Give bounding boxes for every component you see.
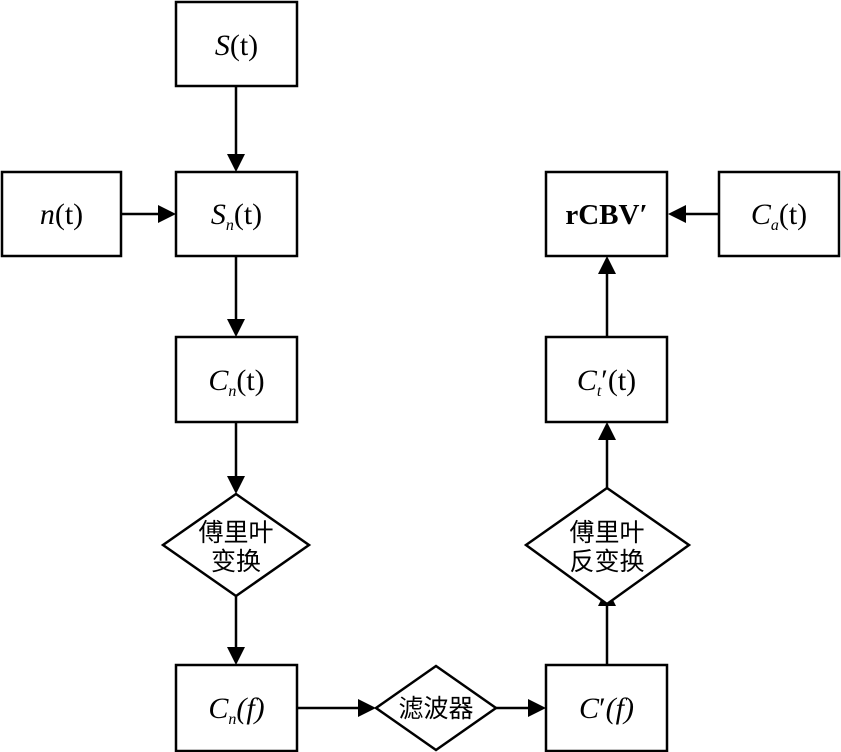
svg-text:傅里叶: 傅里叶 [198,518,273,547]
node-fourier-transform: 傅里叶 变换 [160,492,312,598]
svg-text:滤波器: 滤波器 [398,694,473,723]
arrowhead-ct-to-rcbv [598,256,616,274]
node-sn-t: Sn(t) [174,170,299,258]
svg-text:变换: 变换 [211,547,261,576]
svg-text:Cn(t): Cn(t) [208,364,264,400]
svg-text:反变换: 反变换 [569,547,644,576]
svg-text:傅里叶: 傅里叶 [569,518,644,547]
arrowhead-cnf-to-filter [358,699,376,717]
node-cprime-f: C′(f) [544,663,669,752]
svg-text:Ct′(t): Ct′(t) [577,364,636,400]
svg-text:S(t): S(t) [215,29,258,62]
node-ct-prime-t: Ct′(t) [544,335,669,424]
arrowhead-n-to-sn [158,205,176,223]
arrowhead-inverse-to-ct [598,422,616,440]
svg-text:Cn(f): Cn(f) [208,692,264,728]
node-rcbv: rCBV′ [544,170,669,258]
node-filter: 滤波器 [373,664,499,752]
arrowhead-sn-to-cn [227,319,245,337]
svg-text:rCBV′: rCBV′ [565,199,647,231]
arrowhead-filter-to-cprime [528,699,546,717]
svg-text:n(t): n(t) [40,198,83,231]
connectors [121,86,719,717]
node-n-t: n(t) [0,170,123,258]
node-cn-t: Cn(t) [174,335,299,424]
svg-text:Sn(t): Sn(t) [211,198,262,234]
arrowhead-fourier-to-cnf [227,647,245,665]
svg-text:Ca(t): Ca(t) [751,198,807,234]
arrowhead-ca-to-rcbv [668,205,686,223]
arrowhead-cn-to-fourier [227,476,245,494]
svg-text:C′(f): C′(f) [579,692,634,725]
node-cn-f: Cn(f) [174,663,299,752]
node-s-t: S(t) [174,0,299,88]
node-ca-t: Ca(t) [717,170,841,258]
node-inverse-fourier-transform: 傅里叶 反变换 [523,486,692,606]
arrowhead-s-to-sn [227,154,245,172]
